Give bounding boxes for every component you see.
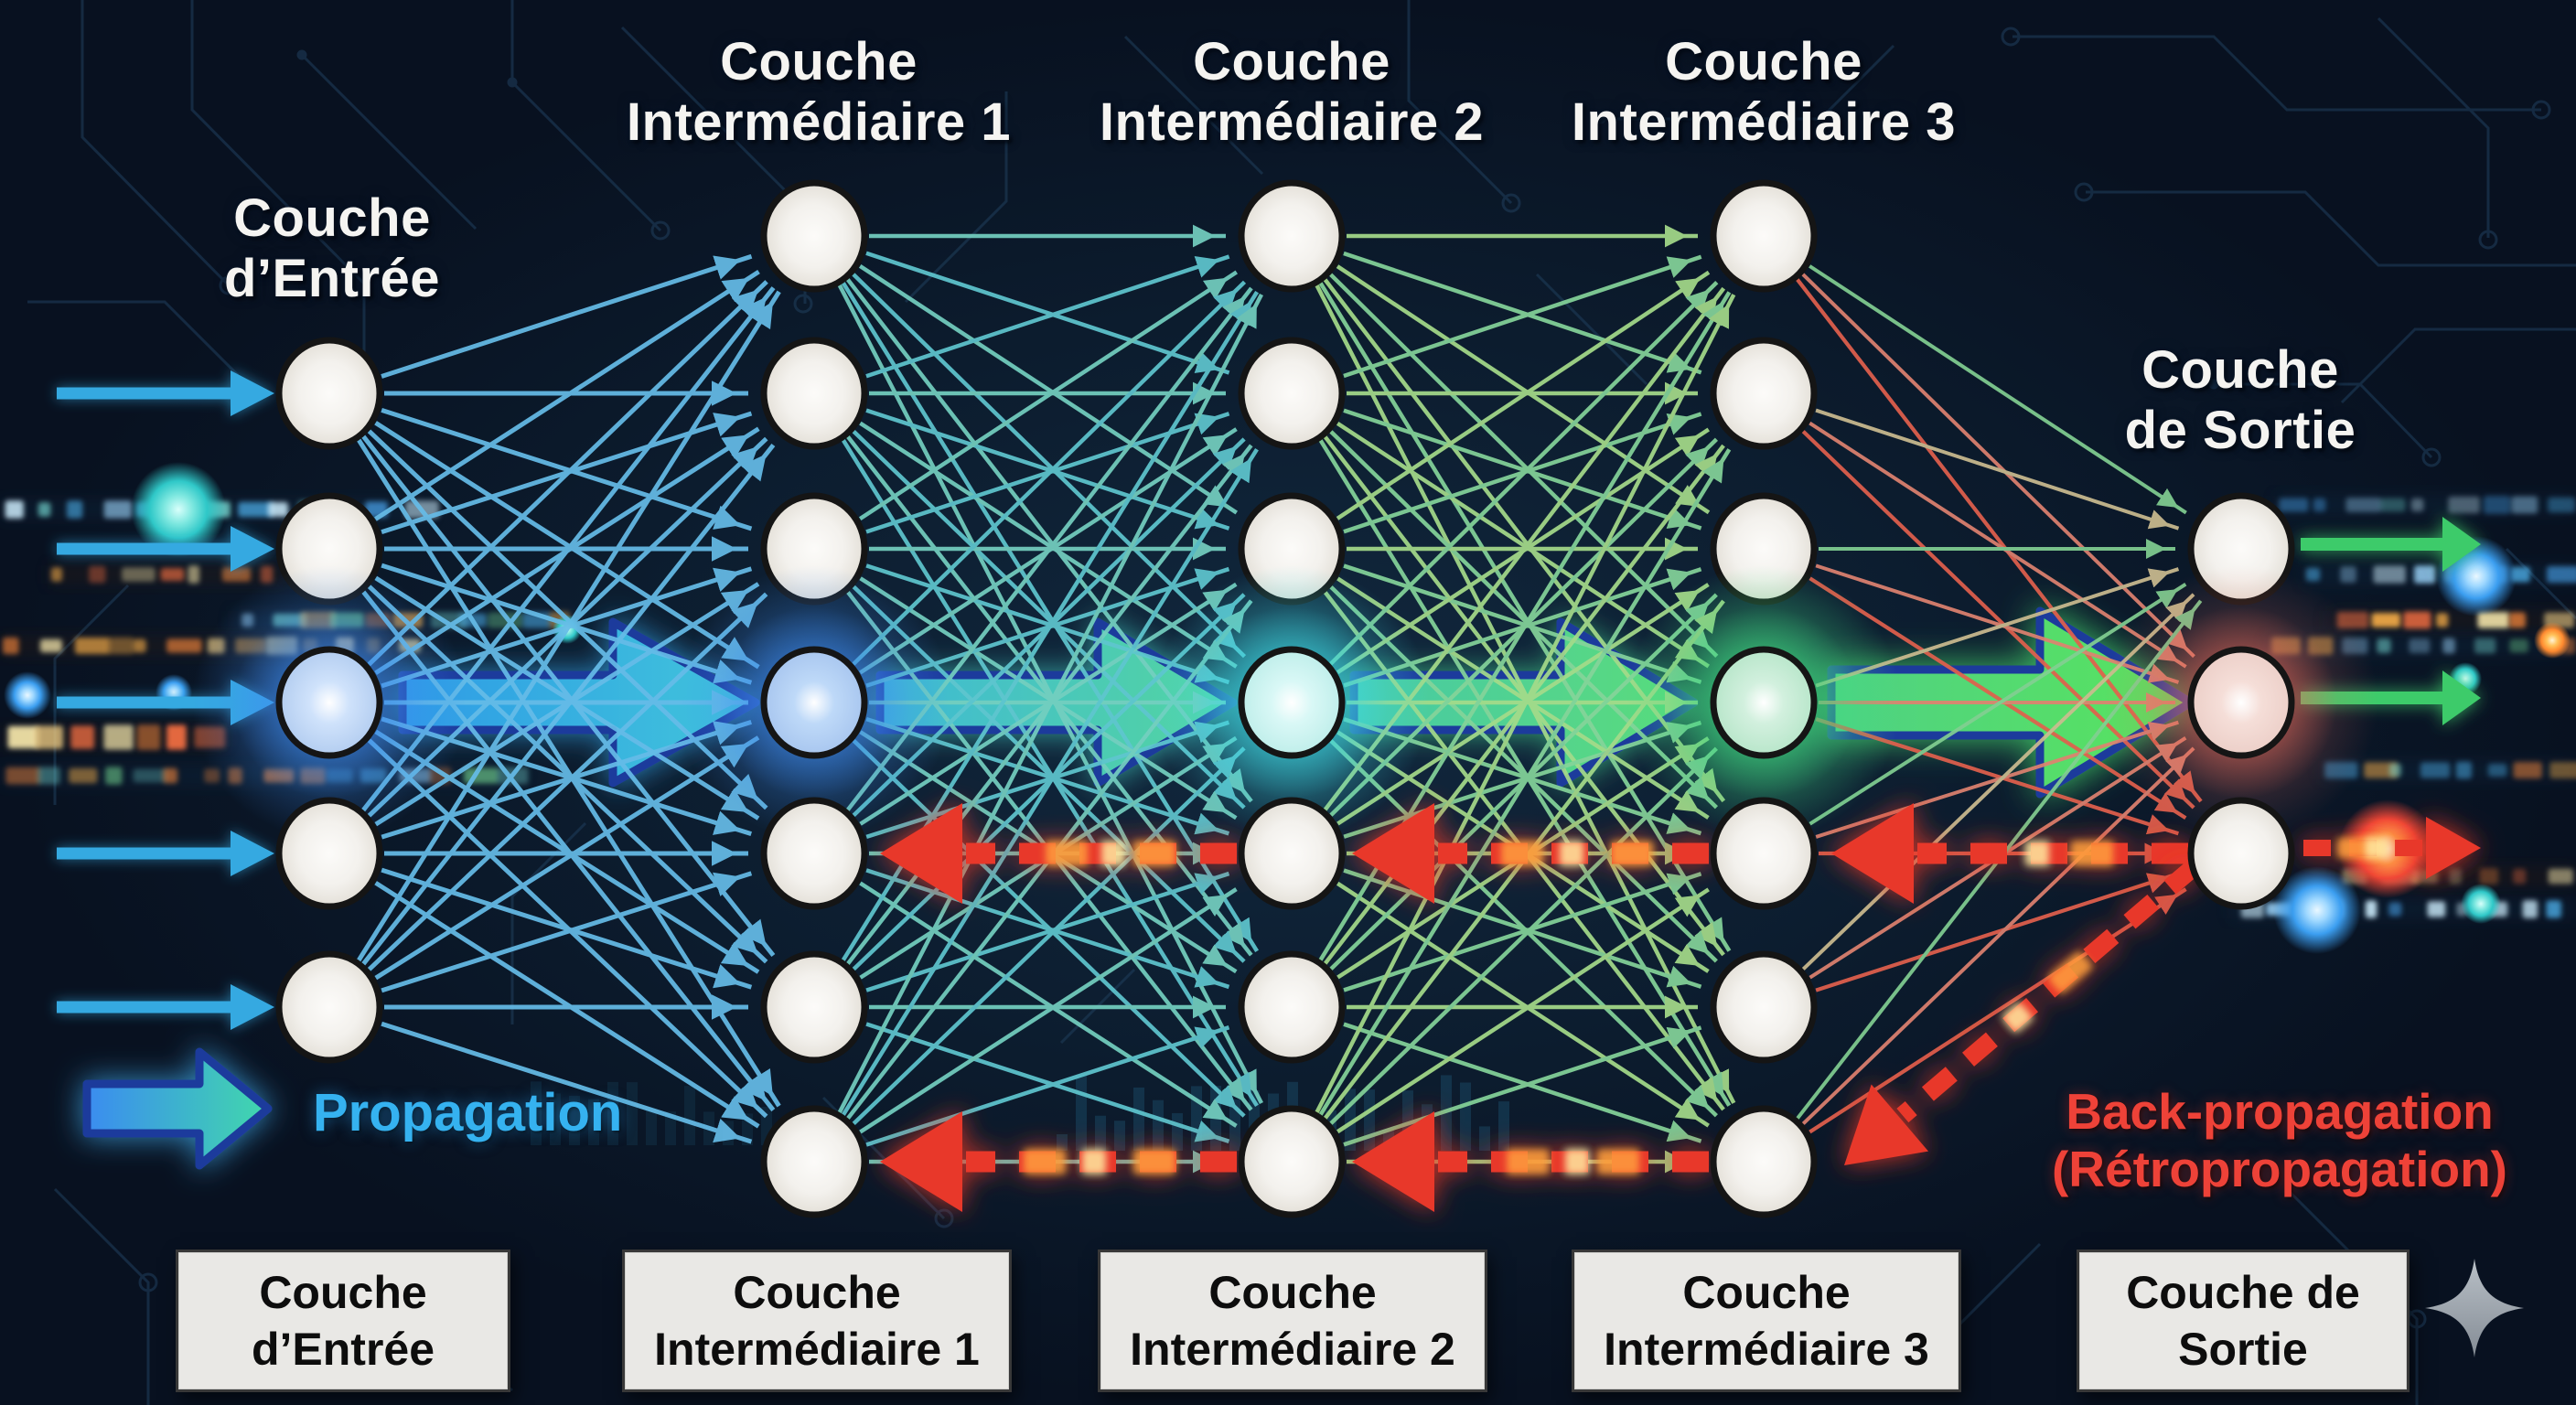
layer-box-line: Couche [1208,1267,1377,1318]
backprop-arrow-h2-h1-mid [880,803,1237,904]
layer-box-output: Couche de Sortie [2077,1249,2410,1392]
header-hidden-layer-3: Couche Intermédiaire 3 [1535,32,1992,153]
input-node-4 [275,797,383,910]
input-arrow-1 [57,370,274,416]
header-input-layer: Couche d’Entrée [101,188,564,309]
hidden1-node-1 [760,179,868,293]
layer-box-line: Couche de [2126,1267,2360,1318]
header-hidden-layer-1: Couche Intermédiaire 1 [590,32,1047,153]
layer-box-line: Couche [1682,1267,1851,1318]
layer-box-hidden-1: Couche Intermédiaire 1 [622,1249,1012,1392]
hidden3-node-5 [1710,797,1818,910]
layer-box-line: Couche [259,1267,427,1318]
input-node-1 [275,337,383,450]
hidden1-node-6 [760,950,868,1064]
hidden2-node-6 [1238,950,1346,1064]
backprop-arrow-h2-h1-bottom [880,1111,1237,1212]
hidden2-node-2 [1238,337,1346,450]
header-output-layer: Couche de Sortie [2009,340,2472,461]
layer-box-line: d’Entrée [251,1324,435,1375]
header-line: Couche [720,32,918,91]
sparkle-icon [2421,1255,2528,1361]
mesh-connections [356,224,2203,1174]
header-line: d’Entrée [223,249,441,308]
layer-box-input: Couche d’Entrée [176,1249,510,1392]
header-line: Intermédiaire 3 [1571,92,1957,152]
output-node-2 [2187,646,2295,759]
hidden3-node-4 [1710,646,1818,759]
header-line: Couche [2141,340,2339,400]
output-node-3 [2187,797,2295,910]
network-nodes [192,179,2378,1218]
propagation-label: Propagation [313,1083,623,1142]
header-hidden-layer-2: Couche Intermédiaire 2 [1063,32,1520,153]
layer-box-line: Intermédiaire 3 [1604,1324,1929,1375]
layer-box-hidden-2: Couche Intermédiaire 2 [1098,1249,1487,1392]
backprop-line: (Rétropropagation) [2051,1141,2507,1197]
input-arrow-5 [57,984,274,1030]
header-line: Couche [1665,32,1862,91]
output-arrow-1 [2301,517,2481,572]
backprop-line: Back-propagation [2066,1083,2494,1140]
hidden2-node-7 [1238,1105,1346,1218]
backprop-arrow-h3-h2-bottom [1352,1111,1709,1212]
backprop-arrow-h3-h2-mid [1352,803,1709,904]
layer-box-hidden-3: Couche Intermédiaire 3 [1572,1249,1961,1392]
input-node-3 [275,646,383,759]
backprop-exit-arrow [2303,817,2481,879]
hidden1-node-7 [760,1105,868,1218]
hidden1-node-5 [760,797,868,910]
hidden1-node-2 [760,337,868,450]
header-line: Couche [233,188,431,248]
input-node-5 [275,950,383,1064]
legend-propagation-arrow [82,1047,273,1170]
backprop-arrow-out-h3-mid [1831,803,2188,904]
hidden3-node-2 [1710,337,1818,450]
hidden3-node-1 [1710,179,1818,293]
backprop-arrow-out-h3-diagonal [1844,860,2200,1165]
layer-box-line: Intermédiaire 1 [654,1324,980,1375]
backpropagation-label: Back-propagation (Rétropropagation) [1996,1083,2563,1198]
input-arrow-4 [57,831,274,876]
hidden3-node-7 [1710,1105,1818,1218]
header-line: de Sortie [2124,401,2356,460]
layer-box-line: Sortie [2178,1324,2308,1375]
header-line: Intermédiaire 2 [1099,92,1485,152]
hidden1-node-4 [760,646,868,759]
header-line: Couche [1193,32,1390,91]
layer-box-line: Couche [733,1267,901,1318]
hidden3-node-6 [1710,950,1818,1064]
layer-box-line: Intermédiaire 2 [1130,1324,1455,1375]
input-arrow-2 [57,526,274,572]
header-line: Intermédiaire 1 [626,92,1012,152]
hidden2-node-4 [1238,646,1346,759]
backpropagation-arrows [880,803,2481,1212]
hidden2-node-5 [1238,797,1346,910]
hidden2-node-1 [1238,179,1346,293]
